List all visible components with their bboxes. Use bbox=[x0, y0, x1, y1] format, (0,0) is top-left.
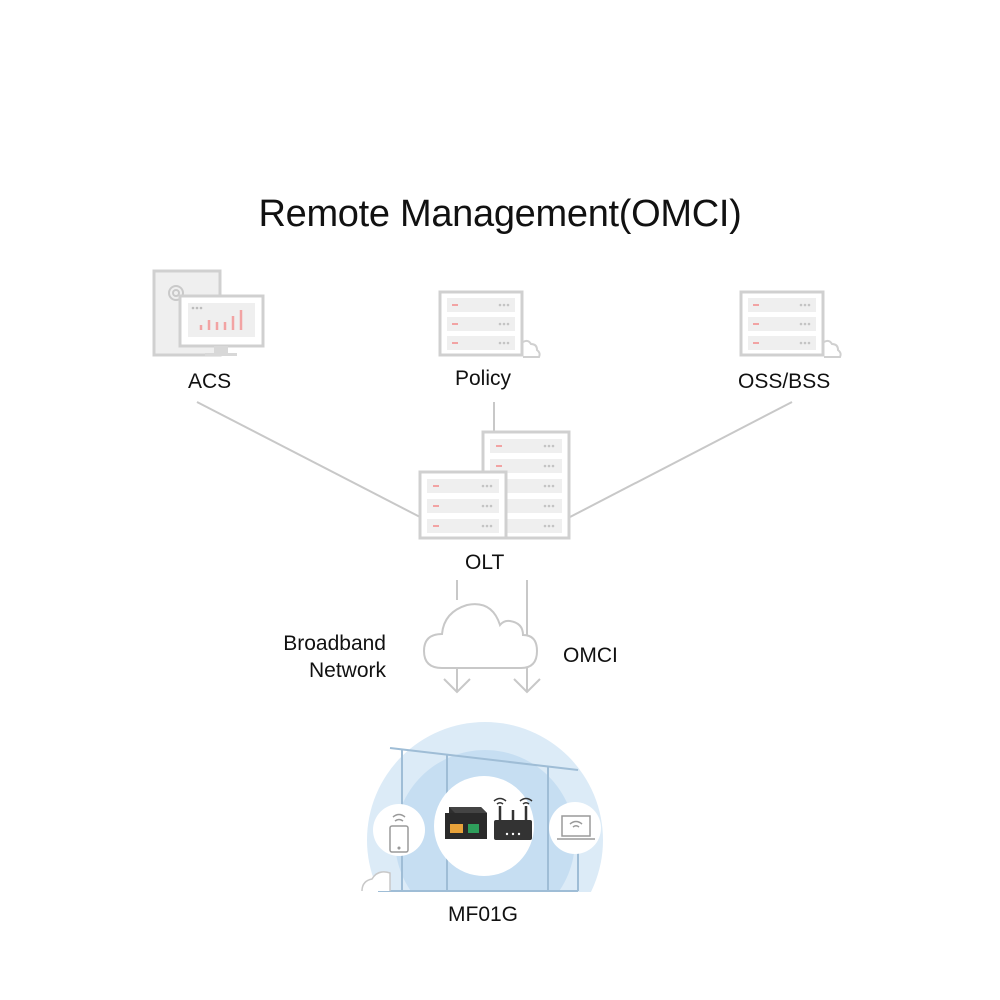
link-oss-olt bbox=[569, 401, 793, 518]
gear-icon bbox=[522, 339, 541, 358]
node-label-policy: Policy bbox=[455, 367, 512, 390]
edge-label-broadband-line1: Broadband bbox=[283, 632, 386, 655]
router-icon bbox=[493, 797, 533, 840]
bar-chart-icon bbox=[199, 310, 243, 330]
edge-label-broadband-line2: Network bbox=[308, 659, 386, 682]
gear-icon bbox=[168, 285, 184, 301]
gear-icon bbox=[823, 339, 842, 358]
link-acs-olt bbox=[196, 401, 421, 518]
arrow-head-broadband bbox=[443, 678, 471, 694]
diagram-title: Remote Management(OMCI) bbox=[258, 193, 742, 235]
acs-icon bbox=[152, 269, 265, 357]
policy-server-icon bbox=[438, 290, 541, 358]
edge-label-broadband: Broadband Network bbox=[283, 630, 386, 684]
small-cloud-icon bbox=[361, 871, 391, 892]
edge-label-omci: OMCI bbox=[563, 644, 618, 667]
wifi-signal-icon bbox=[493, 797, 533, 805]
cloud-icon bbox=[422, 603, 539, 669]
ont-device-icon bbox=[445, 807, 487, 839]
home-network-scene bbox=[361, 722, 603, 892]
node-label-acs: ACS bbox=[188, 370, 232, 393]
laptop-icon bbox=[557, 815, 595, 840]
node-label-mf01g: MF01G bbox=[448, 903, 519, 926]
arrow-head-omci bbox=[513, 678, 541, 694]
node-label-oss-bss: OSS/BSS bbox=[738, 370, 831, 393]
olt-server-stack-icon bbox=[418, 430, 571, 540]
smartphone-icon bbox=[389, 813, 409, 853]
oss-bss-server-icon bbox=[739, 290, 842, 358]
node-label-olt: OLT bbox=[465, 551, 505, 574]
